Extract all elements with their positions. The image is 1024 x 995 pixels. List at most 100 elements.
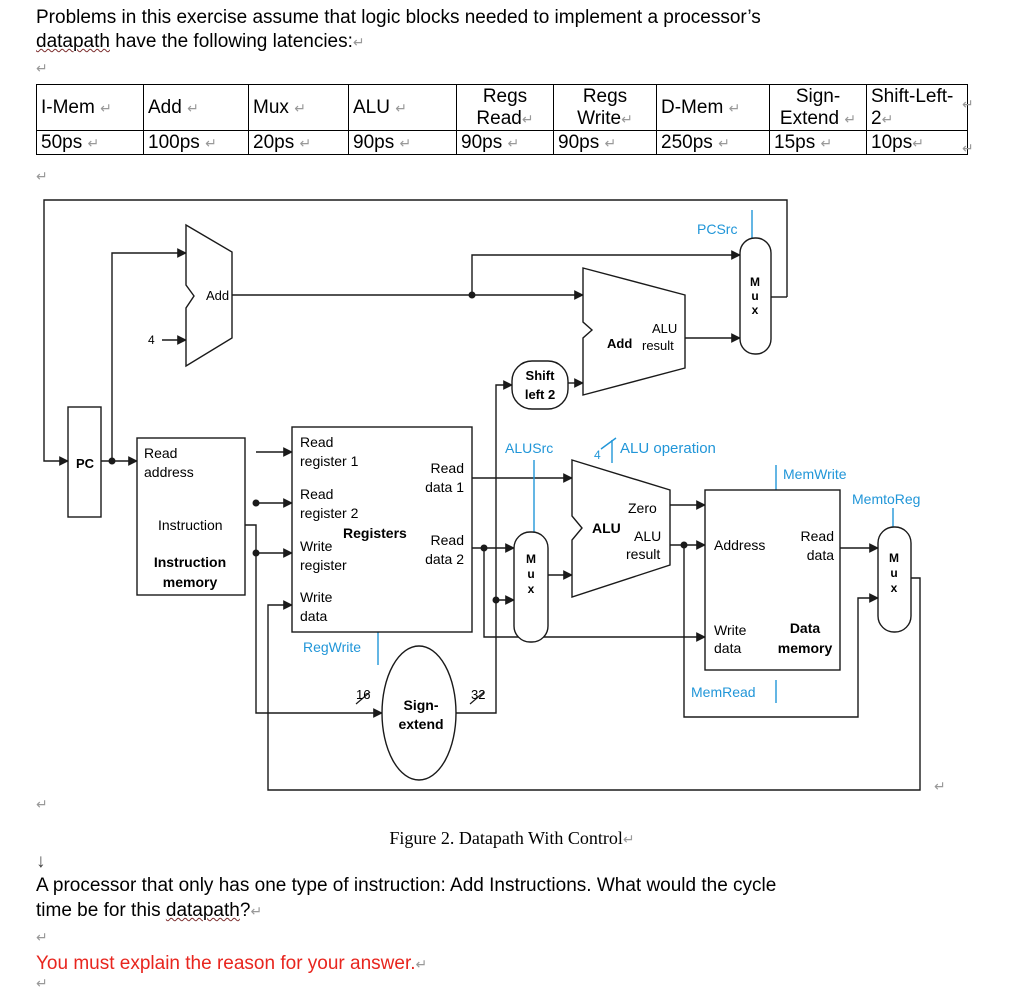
- header-imem: I-Mem ↵: [36, 84, 144, 131]
- svg-text:Instruction: Instruction: [158, 517, 223, 533]
- header-add: Add ↵: [143, 84, 249, 131]
- signext-to-mux-wire: [455, 595, 515, 714]
- alusrc-label: ALUSrc: [505, 440, 553, 456]
- after-table-mark: ↵: [36, 168, 48, 184]
- svg-text:memory: memory: [778, 640, 833, 656]
- svg-text:extend: extend: [398, 716, 443, 732]
- registers-label: Registers: [343, 525, 407, 541]
- svg-text:Write: Write: [714, 622, 747, 638]
- figure-caption: Figure 2. Datapath With Control↵: [389, 828, 635, 848]
- value-add: 100ps ↵: [143, 130, 249, 155]
- value-regs-write: 90ps ↵: [553, 130, 657, 155]
- svg-text:register 1: register 1: [300, 453, 359, 469]
- writeback-wire: [267, 577, 921, 791]
- svg-text:address: address: [144, 464, 194, 480]
- latency-value-row: 50ps ↵ 100ps ↵ 20ps ↵ 90ps ↵ 90ps ↵ 90ps…: [36, 130, 968, 155]
- pc-adder: [185, 223, 233, 368]
- svg-text:Data: Data: [790, 620, 821, 636]
- alusrc-mux: [513, 531, 549, 643]
- svg-text:Read: Read: [300, 486, 333, 502]
- value-dmem: 250ps ↵: [656, 130, 770, 155]
- svg-text:Read: Read: [144, 445, 177, 461]
- svg-text:Read: Read: [431, 532, 464, 548]
- svg-text:data: data: [300, 608, 327, 624]
- value-alu: 90ps ↵: [348, 130, 457, 155]
- read-data2-to-dmem-wire: [483, 548, 706, 642]
- row-end-mark-2: ↵: [962, 140, 974, 156]
- value-sign-extend: 15ps ↵: [769, 130, 867, 155]
- pc-register: [67, 406, 102, 518]
- svg-text:result: result: [626, 546, 660, 562]
- svg-text:Write: Write: [300, 538, 333, 554]
- value-regs-read: 90ps ↵: [456, 130, 554, 155]
- svg-text:Shift: Shift: [526, 368, 556, 383]
- blank-paragraph-2: ↵: [36, 929, 48, 945]
- diagram-left-mark: ↵: [36, 796, 48, 812]
- svg-text:data 2: data 2: [425, 551, 464, 567]
- branch-adder-label: Add: [607, 336, 632, 351]
- svg-text:Zero: Zero: [628, 500, 657, 516]
- svg-text:Address: Address: [714, 537, 765, 553]
- instruction-text: You must explain the reason for your ans…: [36, 953, 428, 974]
- svg-text:Read: Read: [300, 434, 333, 450]
- latency-header-row: I-Mem ↵ Add ↵ Mux ↵ ALU ↵ Regs Read↵ Reg…: [36, 84, 968, 131]
- svg-text:Instruction: Instruction: [154, 554, 226, 570]
- pcsrc-mux: [739, 237, 772, 355]
- svg-text:u: u: [527, 567, 534, 581]
- memwrite-label: MemWrite: [783, 466, 847, 482]
- row-end-mark-1: ↵: [962, 96, 974, 112]
- signext-to-shift-wire: [495, 380, 513, 600]
- svg-text:x: x: [528, 582, 535, 596]
- diagram-right-mark: ↵: [934, 778, 946, 794]
- svg-text:left 2: left 2: [525, 387, 555, 402]
- branch-alu-label: ALU: [652, 321, 677, 336]
- svg-text:Read: Read: [801, 528, 834, 544]
- branch-adder: [582, 267, 686, 396]
- svg-text:data 1: data 1: [425, 479, 464, 495]
- value-mux: 20ps ↵: [248, 130, 349, 155]
- intro-line-2: datapath have the following latencies:↵: [36, 31, 365, 52]
- svg-text:M: M: [750, 275, 760, 289]
- value-shift-left-2: 10ps↵: [866, 130, 968, 155]
- header-sign-extend: Sign-Extend ↵: [769, 84, 867, 131]
- header-mux: Mux ↵: [248, 84, 349, 131]
- blank-paragraph-3: ↵: [36, 975, 48, 991]
- alu-operation-label: ALU operation: [620, 440, 716, 457]
- return-mark: ↵: [352, 34, 365, 50]
- bits-32-label: 32: [471, 687, 485, 702]
- header-alu: ALU ↵: [348, 84, 457, 131]
- sign-extend-unit: [381, 645, 457, 781]
- pc-plus4-to-mux-wire: [471, 250, 741, 295]
- svg-text:register 2: register 2: [300, 505, 359, 521]
- header-dmem: D-Mem ↵: [656, 84, 770, 131]
- pc-adder-label: Add: [206, 288, 229, 303]
- svg-text:Read: Read: [431, 460, 464, 476]
- svg-text:u: u: [751, 289, 758, 303]
- instr-to-signext-wire: [245, 524, 383, 718]
- question-line-1: A processor that only has one type of in…: [36, 875, 777, 896]
- memread-label: MemRead: [691, 684, 756, 700]
- svg-text:data: data: [714, 640, 741, 656]
- svg-text:Write: Write: [300, 589, 333, 605]
- register-file: [291, 426, 473, 633]
- pc-feedback-wire: [43, 199, 788, 466]
- alu-result-bypass-wire: [683, 545, 879, 718]
- data-memory: [704, 489, 841, 671]
- svg-text:data: data: [807, 547, 834, 563]
- svg-text:Sign-: Sign-: [404, 697, 439, 713]
- svg-text:x: x: [891, 581, 898, 595]
- constant-four: 4: [148, 333, 155, 347]
- instruction-memory: [136, 437, 246, 596]
- svg-text:u: u: [890, 566, 897, 580]
- pcsrc-label: PCSrc: [697, 221, 737, 237]
- header-shift-left-2: Shift-Left-2↵: [866, 84, 968, 131]
- svg-text:M: M: [526, 552, 536, 566]
- branch-result-label: result: [642, 338, 674, 353]
- pc-label: PC: [76, 456, 95, 471]
- header-regs-write: Regs Write↵: [553, 84, 657, 131]
- page-break-arrow: ↓: [36, 851, 46, 872]
- svg-text:4: 4: [594, 448, 601, 462]
- shift-left-2-block: [511, 360, 569, 410]
- svg-text:memory: memory: [163, 574, 218, 590]
- alu-label: ALU: [592, 520, 621, 536]
